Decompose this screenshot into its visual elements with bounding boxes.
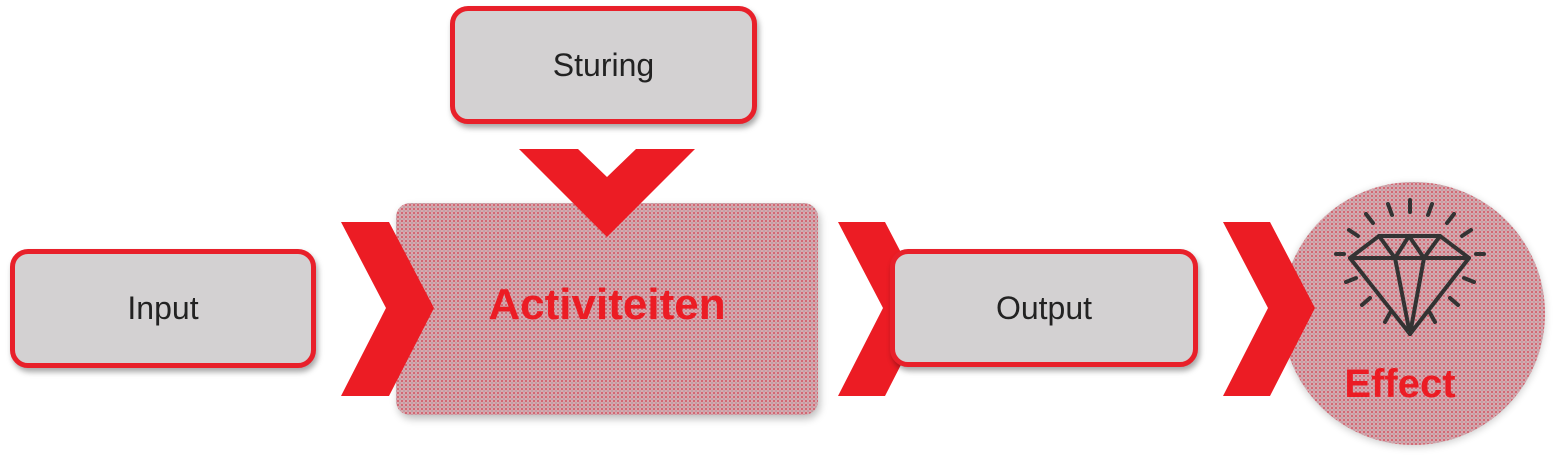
effect-circle: [1282, 182, 1545, 445]
activiteiten-block: [396, 203, 818, 415]
sturing-label: Sturing: [552, 46, 655, 83]
output-box: Output: [890, 249, 1198, 367]
output-label: Output: [995, 289, 1093, 326]
sturing-box: Sturing: [450, 6, 757, 124]
activiteiten-label: Activiteiten: [488, 280, 726, 329]
effect-label: Effect: [1344, 362, 1456, 406]
input-box: Input: [10, 249, 316, 368]
input-label: Input: [127, 290, 199, 326]
